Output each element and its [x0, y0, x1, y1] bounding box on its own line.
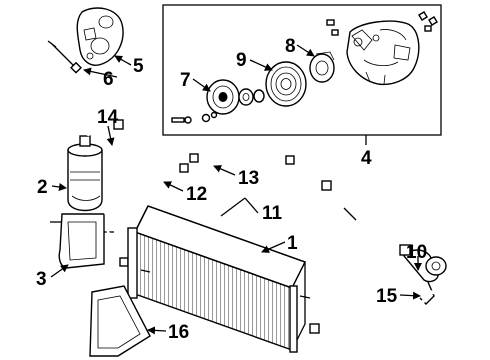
callout-2: 2 [37, 177, 48, 198]
compressor-group-box [162, 4, 442, 145]
compressor-bracket [76, 7, 124, 66]
compressor-hardware [171, 11, 438, 124]
clutch-hub [206, 79, 265, 115]
callout-1: 1 [287, 233, 298, 254]
compressor [346, 20, 420, 86]
clutch-coil [309, 51, 335, 83]
callout-5: 5 [133, 56, 144, 77]
liquid-line-assembly [309, 180, 464, 334]
mounting-bolt [47, 40, 82, 74]
callout-10: 10 [406, 242, 427, 263]
accumulator [67, 135, 103, 212]
callout-3: 3 [36, 269, 47, 290]
evaporator-cover [89, 285, 151, 357]
callout-4: 4 [361, 148, 372, 169]
callout-9: 9 [236, 50, 247, 71]
callout-6: 6 [103, 69, 114, 90]
leader-lines [50, 44, 422, 335]
callout-12: 12 [186, 184, 207, 205]
callout-8: 8 [285, 36, 296, 57]
callout-11: 11 [262, 203, 283, 224]
accumulator-hoses [86, 119, 189, 267]
clutch-pulley [265, 61, 307, 107]
condenser [127, 205, 311, 353]
accumulator-bracket [50, 213, 114, 269]
callout-14: 14 [97, 107, 119, 128]
callout-13: 13 [238, 168, 259, 189]
callout-16: 16 [168, 322, 189, 343]
discharge-hose [189, 148, 295, 165]
callout-7: 7 [180, 70, 191, 91]
callout-labels: 1 2 3 4 5 6 7 8 9 10 11 12 13 14 15 16 [36, 36, 427, 343]
callout-15: 15 [376, 286, 398, 307]
